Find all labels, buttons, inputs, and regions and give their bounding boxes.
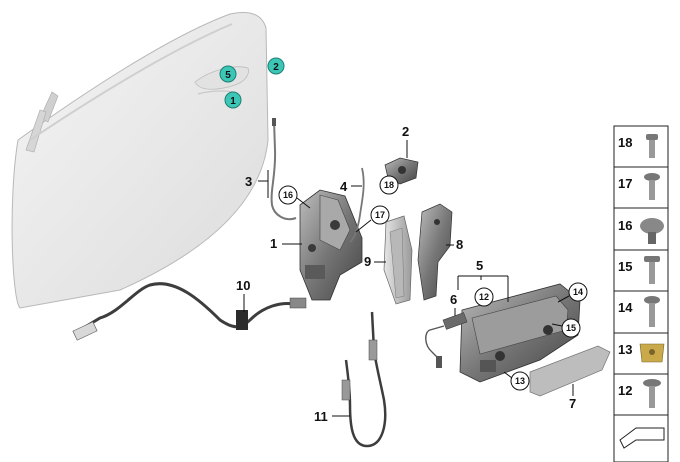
part-6-sensor xyxy=(425,312,468,368)
callout-2-label: 2 xyxy=(273,62,279,73)
part-9-carrier xyxy=(383,215,413,305)
svg-text:11: 11 xyxy=(314,409,328,424)
callout-2[interactable]: 2 xyxy=(267,57,285,75)
fastener-13-label: 13 xyxy=(618,342,632,357)
label-7: 7 xyxy=(569,384,576,411)
svg-text:7: 7 xyxy=(569,396,576,411)
circled-13-label: 13 xyxy=(515,376,525,386)
label-4: 4 xyxy=(340,179,362,194)
circled-13[interactable]: 13 xyxy=(503,371,530,391)
circled-12-label: 12 xyxy=(479,292,489,302)
fastener-17-label: 17 xyxy=(618,176,632,191)
screw-18-icon xyxy=(646,134,658,158)
part-3-rod xyxy=(270,118,297,221)
callout-5-label: 5 xyxy=(225,70,231,81)
label-10: 10 xyxy=(236,278,250,312)
fastener-15-label: 15 xyxy=(618,259,632,274)
direction-arrow-icon xyxy=(619,427,665,449)
fastener-14-label: 14 xyxy=(618,300,633,315)
clip-13-icon xyxy=(639,343,665,363)
fastener-row-12[interactable]: 12 xyxy=(613,373,669,416)
svg-text:4: 4 xyxy=(340,179,348,194)
door-shell xyxy=(11,12,269,309)
svg-text:2: 2 xyxy=(402,124,409,139)
svg-text:10: 10 xyxy=(236,278,250,293)
screw-16-icon xyxy=(640,218,664,244)
fastener-row-16[interactable]: 16 xyxy=(613,207,669,251)
fastener-row-18[interactable]: 18 xyxy=(613,125,669,168)
callout-5[interactable]: 5 xyxy=(219,65,237,83)
fastener-row-14[interactable]: 14 xyxy=(613,290,669,334)
label-2: 2 xyxy=(402,124,409,158)
label-3: 3 xyxy=(245,170,269,198)
svg-text:5: 5 xyxy=(476,258,483,273)
fastener-12-label: 12 xyxy=(618,383,632,398)
part-8-bracket xyxy=(417,203,453,301)
circled-16[interactable]: 16 xyxy=(278,185,311,209)
svg-text:6: 6 xyxy=(450,292,457,307)
callout-1-label: 1 xyxy=(230,96,236,107)
fastener-18-label: 18 xyxy=(618,135,632,150)
screw-17-icon xyxy=(644,173,660,200)
fastener-row-17[interactable]: 17 xyxy=(613,166,669,209)
svg-text:1: 1 xyxy=(270,236,277,251)
label-1: 1 xyxy=(270,236,302,251)
svg-text:9: 9 xyxy=(364,254,371,269)
part-4-wire xyxy=(349,167,365,243)
label-9: 9 xyxy=(364,254,386,269)
circled-17[interactable]: 17 xyxy=(355,205,390,233)
part-10-cable xyxy=(72,282,307,341)
part-11-cable xyxy=(341,311,387,448)
callout-1[interactable]: 1 xyxy=(224,91,242,109)
fastener-panel: 18 17 16 15 xyxy=(613,125,669,462)
label-8: 8 xyxy=(446,237,463,252)
screw-15-icon xyxy=(644,256,660,284)
screw-12-icon xyxy=(643,379,661,408)
circled-18-label: 18 xyxy=(384,180,394,190)
screw-14-icon xyxy=(644,296,660,327)
label-5: 5 xyxy=(457,258,509,302)
circled-15-label: 15 xyxy=(566,323,576,333)
circled-14-label: 14 xyxy=(573,287,583,297)
legend-arrow-cell xyxy=(613,414,669,462)
svg-text:8: 8 xyxy=(456,237,463,252)
circled-14[interactable]: 14 xyxy=(557,282,588,303)
circled-15[interactable]: 15 xyxy=(551,318,581,338)
label-11: 11 xyxy=(314,409,350,424)
circled-17-label: 17 xyxy=(375,210,385,220)
fastener-row-13[interactable]: 13 xyxy=(613,332,669,375)
fastener-row-15[interactable]: 15 xyxy=(613,249,669,292)
circled-12a[interactable]: 12 xyxy=(474,287,494,307)
part-7-cover xyxy=(529,345,611,397)
svg-text:3: 3 xyxy=(245,174,252,189)
circled-18[interactable]: 18 xyxy=(379,175,399,195)
circled-16-label: 16 xyxy=(283,190,293,200)
fastener-16-label: 16 xyxy=(618,218,632,233)
part-1-lock xyxy=(299,189,363,301)
